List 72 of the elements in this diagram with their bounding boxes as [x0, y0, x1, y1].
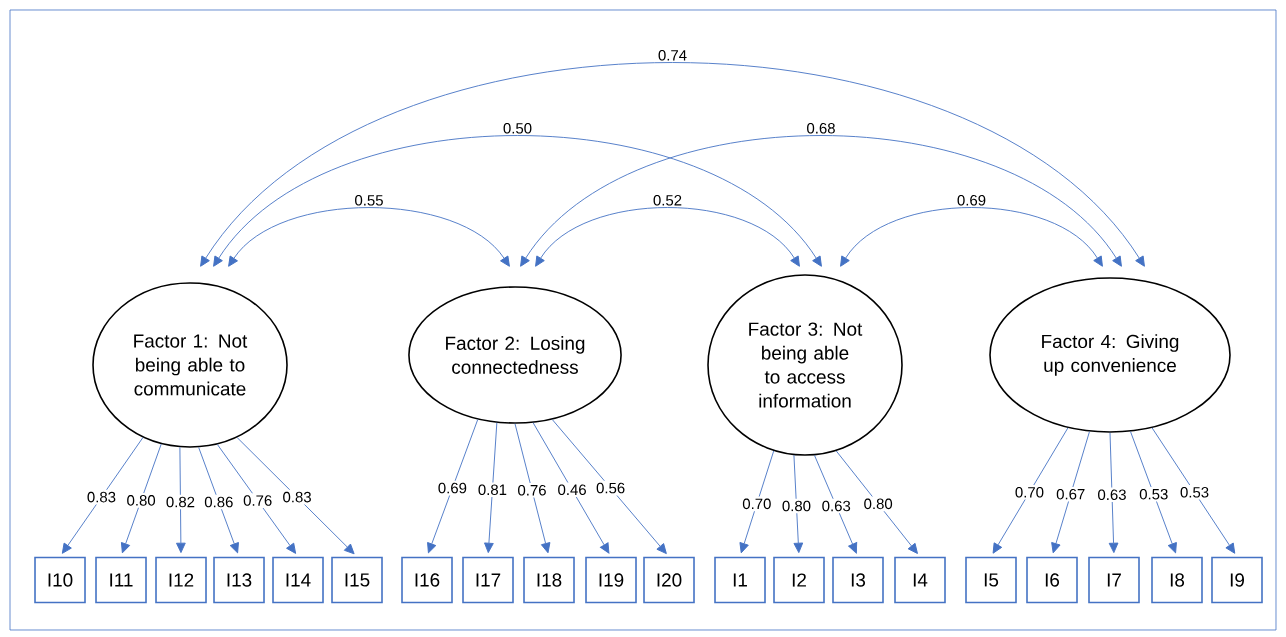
- indicator-box: I6: [1026, 556, 1078, 604]
- edge-label: 0.82: [163, 494, 197, 510]
- indicator-box: I9: [1211, 556, 1263, 604]
- edge-label: 0.70: [1012, 485, 1046, 500]
- double-headed-arrow: [840, 207, 1103, 267]
- arrow: [1108, 432, 1119, 554]
- indicator-box: I17: [462, 556, 514, 604]
- arrow: [514, 423, 551, 554]
- arrow: [739, 450, 775, 554]
- indicator-box: I14: [272, 556, 324, 604]
- arrow: [814, 454, 858, 554]
- indicator-box: I3: [832, 556, 884, 604]
- indicator-box: I13: [213, 556, 265, 604]
- indicator-box: I4: [894, 556, 946, 604]
- edge-label: 0.55: [355, 195, 383, 206]
- double-headed-arrow: [200, 62, 1145, 267]
- indicator-box: I18: [523, 556, 575, 604]
- double-headed-arrow: [535, 207, 800, 267]
- indicator-box: I1: [714, 556, 766, 604]
- arrow: [835, 450, 918, 554]
- indicator-box: I20: [643, 556, 695, 604]
- edge-label: 0.81: [475, 482, 509, 498]
- edge-label: 0.52: [653, 195, 682, 206]
- indicator-box: I10: [34, 556, 86, 604]
- edge-label: 0.69: [957, 195, 986, 206]
- arrow: [484, 422, 498, 554]
- indicator-box: I12: [155, 556, 207, 604]
- edge-label: 0.53: [1178, 485, 1212, 500]
- arrow: [1130, 431, 1177, 554]
- indicator-box: I8: [1151, 556, 1203, 604]
- edge-label: 0.83: [84, 489, 118, 505]
- edge-label: 0.63: [819, 498, 853, 514]
- arrow: [1151, 427, 1236, 554]
- edge-label: 0.80: [861, 496, 895, 512]
- edge-label: 0.50: [503, 123, 532, 134]
- edge-label: 0.76: [515, 482, 549, 498]
- edge-label: 0.53: [1137, 486, 1171, 502]
- edge-label: 0.80: [124, 493, 158, 508]
- edge-label: 0.83: [280, 489, 314, 505]
- arrow: [427, 419, 479, 554]
- arrow: [236, 437, 355, 555]
- arrow: [551, 419, 667, 555]
- indicator-box: I5: [965, 556, 1017, 604]
- arrow: [198, 447, 239, 554]
- indicator-box: I19: [585, 556, 637, 604]
- edge-label: 0.56: [594, 480, 628, 496]
- double-headed-arrow: [213, 135, 822, 267]
- indicator-box: I7: [1088, 556, 1140, 604]
- edge-label: 0.69: [435, 480, 469, 496]
- indicator-box: I15: [331, 556, 383, 604]
- edge-label: 0.67: [1054, 486, 1088, 502]
- arrow: [61, 437, 144, 554]
- edge-label: 0.70: [740, 496, 774, 512]
- arrow: [992, 427, 1069, 554]
- arrow: [793, 454, 804, 554]
- indicator-box: I11: [95, 556, 147, 604]
- edge-label: 0.80: [779, 498, 813, 514]
- edge-label: 0.68: [807, 123, 835, 134]
- edge-label: 0.63: [1095, 487, 1129, 503]
- edge-label: 0.46: [555, 482, 589, 498]
- arrow: [176, 446, 186, 554]
- indicator-box: I16: [401, 556, 453, 604]
- arrow: [1051, 431, 1090, 554]
- arrow: [216, 444, 297, 554]
- edge-label: 0.86: [202, 494, 236, 510]
- edge-label: 0.76: [241, 493, 275, 508]
- double-headed-arrow: [228, 207, 510, 267]
- arrow: [120, 443, 162, 554]
- arrow: [532, 422, 610, 554]
- edge-label: 0.74: [658, 50, 687, 61]
- indicator-box: I2: [773, 556, 825, 604]
- double-headed-arrow: [520, 135, 1122, 267]
